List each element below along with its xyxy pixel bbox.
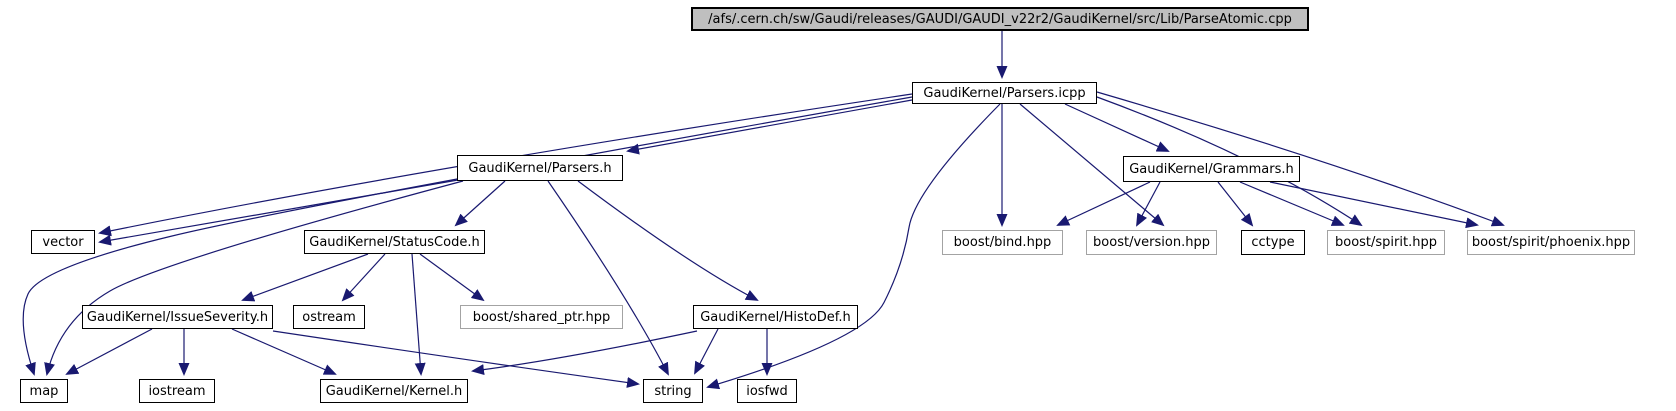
- node-string: string: [643, 379, 703, 403]
- node-label-histodef-h: GaudiKernel/HistoDef.h: [700, 309, 851, 325]
- edge-statuscode-h-to-ostream: [341, 253, 386, 302]
- node-label-iosfwd: iosfwd: [746, 383, 788, 399]
- node-issueseverity-h[interactable]: GaudiKernel/IssueSeverity.h: [82, 305, 273, 329]
- edge-statuscode-h-to-issueseverity-h: [241, 253, 369, 302]
- edge-histodef-h-to-string: [694, 328, 719, 375]
- node-iostream: iostream: [139, 379, 215, 403]
- node-boost-bind: boost/bind.hpp: [942, 230, 1063, 255]
- node-iosfwd: iosfwd: [737, 379, 797, 403]
- edge-issueseverity-h-to-map: [65, 328, 153, 375]
- edge-parsers-icpp-to-string: [706, 103, 1001, 390]
- edge-parsers-h-to-map: [44, 180, 464, 376]
- node-label-boost-shared-ptr: boost/shared_ptr.hpp: [472, 309, 611, 325]
- node-parsers-icpp[interactable]: GaudiKernel/Parsers.icpp: [912, 82, 1097, 104]
- node-label-parsers-icpp: GaudiKernel/Parsers.icpp: [923, 85, 1086, 101]
- edge-parsers-h-to-vector: [98, 179, 459, 246]
- edge-grammars-h-to-boost-bind: [1056, 181, 1151, 226]
- edge-histodef-h-to-kernel-h: [471, 330, 698, 376]
- edge-parsers-icpp-to-boost-spirit-phoenix: [1096, 91, 1505, 227]
- edge-grammars-h-to-boost-spirit-phoenix: [1269, 181, 1479, 229]
- node-label-boost-spirit-phoenix: boost/spirit/phoenix.hpp: [1471, 235, 1631, 250]
- edge-parsers-h-to-statuscode-h: [454, 180, 506, 227]
- node-grammars-h[interactable]: GaudiKernel/Grammars.h: [1123, 156, 1300, 182]
- node-label-map: map: [29, 383, 59, 399]
- edge-parsers-icpp-to-grammars-h: [1064, 103, 1170, 152]
- edge-issueseverity-h-to-string: [272, 330, 640, 388]
- node-statuscode-h[interactable]: GaudiKernel/StatusCode.h: [304, 230, 485, 254]
- edge-parsers-icpp-to-parsers-h: [626, 99, 913, 155]
- node-label-boost-version: boost/version.hpp: [1093, 235, 1210, 250]
- node-boost-version: boost/version.hpp: [1086, 230, 1217, 255]
- node-boost-spirit-phoenix: boost/spirit/phoenix.hpp: [1467, 230, 1635, 255]
- node-label-iostream: iostream: [148, 383, 206, 399]
- node-boost-shared-ptr: boost/shared_ptr.hpp: [460, 305, 623, 329]
- node-parsers-h[interactable]: GaudiKernel/Parsers.h: [457, 155, 623, 181]
- node-boost-spirit: boost/spirit.hpp: [1327, 230, 1445, 255]
- node-parseatomic: /afs/.cern.ch/sw/Gaudi/releases/GAUDI/GA…: [691, 7, 1309, 31]
- edge-grammars-h-to-boost-version: [1136, 181, 1161, 227]
- node-map: map: [20, 379, 68, 403]
- node-label-statuscode-h: GaudiKernel/StatusCode.h: [309, 234, 480, 250]
- edge-grammars-h-to-boost-spirit: [1239, 181, 1345, 226]
- node-label-boost-spirit: boost/spirit.hpp: [1335, 235, 1437, 250]
- node-label-boost-bind: boost/bind.hpp: [953, 235, 1052, 250]
- edge-statuscode-h-to-kernel-h: [411, 253, 426, 376]
- edge-statuscode-h-to-boost-shared-ptr: [419, 253, 485, 302]
- node-label-grammars-h: GaudiKernel/Grammars.h: [1129, 161, 1294, 177]
- edge-grammars-h-to-cctype: [1217, 181, 1254, 227]
- edge-parsers-icpp-to-boost-version: [1019, 103, 1165, 227]
- node-label-vector: vector: [42, 234, 84, 250]
- node-label-parsers-h: GaudiKernel/Parsers.h: [468, 160, 612, 176]
- node-kernel-h[interactable]: GaudiKernel/Kernel.h: [320, 379, 468, 403]
- edge-parsers-h-to-string: [547, 180, 669, 376]
- node-label-ostream: ostream: [302, 309, 356, 325]
- node-label-parseatomic: /afs/.cern.ch/sw/Gaudi/releases/GAUDI/GA…: [708, 11, 1292, 27]
- node-label-string: string: [654, 383, 692, 399]
- edge-issueseverity-h-to-kernel-h: [231, 328, 337, 375]
- node-histodef-h[interactable]: GaudiKernel/HistoDef.h: [693, 305, 858, 329]
- node-label-kernel-h: GaudiKernel/Kernel.h: [325, 383, 463, 399]
- node-vector: vector: [31, 230, 95, 254]
- node-cctype: cctype: [1241, 230, 1305, 255]
- node-ostream: ostream: [293, 305, 365, 329]
- node-label-issueseverity-h: GaudiKernel/IssueSeverity.h: [86, 309, 269, 325]
- node-label-cctype: cctype: [1251, 235, 1295, 250]
- edge-parsers-h-to-histodef-h: [577, 180, 759, 301]
